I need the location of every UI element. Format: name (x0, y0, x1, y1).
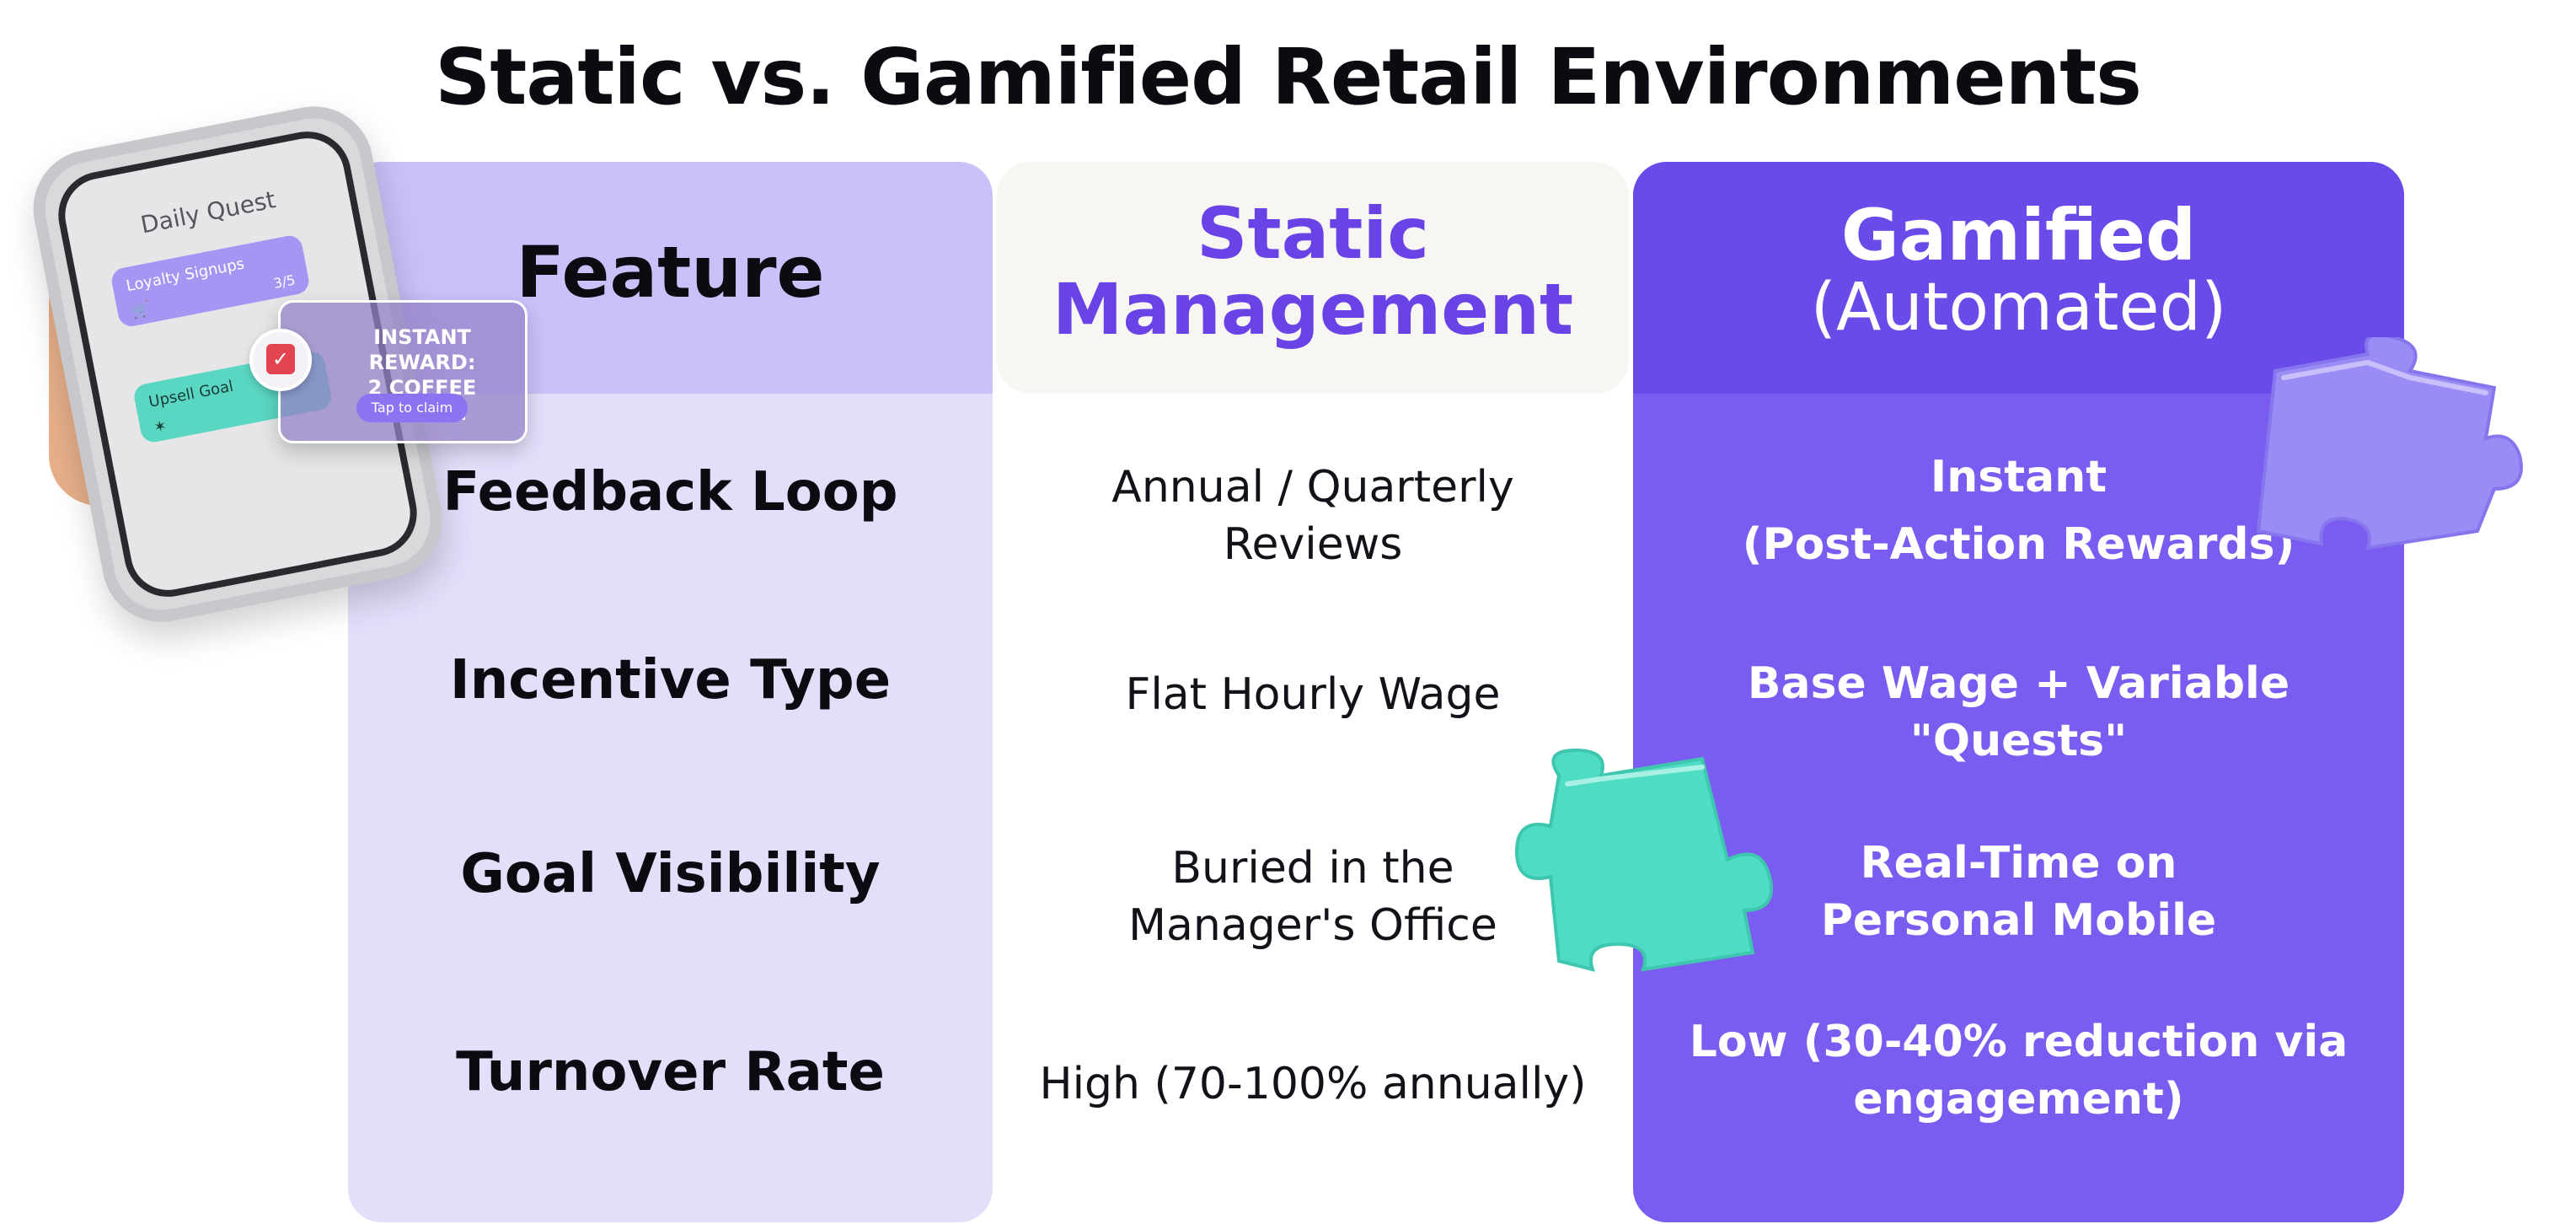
quest-card-label: Upsell Goal (147, 377, 235, 411)
feature-row-turnover-rate: Turnover Rate (456, 1041, 885, 1103)
instant-reward-popup: INSTANT REWARD: 2 COFFEE CREDIT! Tap to … (278, 300, 528, 443)
static-cell-line: Reviews (1223, 519, 1403, 570)
quest-card-label: Loyalty Signups (125, 255, 246, 296)
gamified-cell-line: Base Wage + Variable (1747, 658, 2290, 709)
gamified-cell-feedback-loop: Instant (Post-Action Rewards) (1633, 448, 2404, 573)
static-heading-line2: Management (1052, 268, 1574, 351)
gamified-heading-line2: (Automated) (1810, 270, 2227, 346)
puzzle-piece-icon (1514, 748, 1773, 972)
static-cell-goal-visibility: Buried in the Manager's Office (997, 840, 1629, 954)
coffee-cup-icon: ✓ (266, 344, 295, 374)
feature-row-goal-visibility: Goal Visibility (460, 843, 881, 905)
gamified-cell-turnover-rate: Low (30-40% reduction via engagement) (1633, 1013, 2404, 1128)
gamified-cell-line: Low (30-40% reduction via (1689, 1017, 2348, 1067)
quest-card-count: 3/5 (272, 271, 297, 292)
static-cell-feedback-loop: Annual / Quarterly Reviews (997, 459, 1629, 573)
puzzle-piece-icon (2256, 337, 2523, 550)
gamified-column-header: Gamified (Automated) (1633, 162, 2404, 394)
gamified-cell-line: "Quests" (1909, 716, 2128, 766)
static-cell-line: High (70-100% annually) (1039, 1059, 1587, 1109)
static-heading: Static Management (997, 196, 1629, 347)
feature-heading: Feature (516, 231, 825, 314)
phone-screen-title: Daily Quest (138, 185, 278, 239)
gamified-cell-line: Real-Time on (1860, 838, 2177, 888)
gamified-heading-line1: Gamified (1840, 194, 2197, 276)
static-cell-turnover-rate: High (70-100% annually) (997, 1055, 1629, 1113)
feature-row-incentive-type: Incentive Type (449, 649, 892, 711)
gamified-column: Gamified (Automated) Instant (Post-Actio… (1633, 162, 2404, 1222)
cart-icon: 🛒 (129, 299, 152, 321)
tap-to-claim-button[interactable]: Tap to claim (356, 394, 468, 422)
gamified-cell-line: Personal Mobile (1820, 895, 2217, 946)
static-column: Static Management Annual / Quarterly Rev… (997, 162, 1629, 1222)
static-cell-line: Flat Hourly Wage (1125, 669, 1501, 720)
gamified-cell-incentive-type: Base Wage + Variable "Quests" (1633, 655, 2404, 770)
gamified-cell-goal-visibility: Real-Time on Personal Mobile (1633, 835, 2404, 949)
static-cell-line: Manager's Office (1128, 900, 1497, 951)
reward-line1: INSTANT REWARD: (368, 325, 476, 374)
static-column-header: Static Management (997, 162, 1629, 394)
static-cell-line: Annual / Quarterly (1111, 462, 1514, 513)
page-title: Static vs. Gamified Retail Environments (435, 32, 2142, 122)
gamified-cell-line: engagement) (1853, 1074, 2184, 1125)
gamified-cell-line: Instant (1930, 452, 2107, 502)
feature-column: Feature Feedback Loop Incentive Type Goa… (348, 162, 993, 1222)
coffee-badge: ✓ (249, 329, 312, 391)
static-cell-line: Buried in the (1171, 843, 1454, 894)
gamified-cell-line: (Post-Action Rewards) (1742, 519, 2295, 570)
static-cell-incentive-type: Flat Hourly Wage (997, 666, 1629, 723)
sparkle-icon: ✶ (152, 416, 169, 438)
feature-row-feedback-loop: Feedback Loop (442, 461, 898, 523)
static-heading-line1: Static (1196, 192, 1430, 275)
